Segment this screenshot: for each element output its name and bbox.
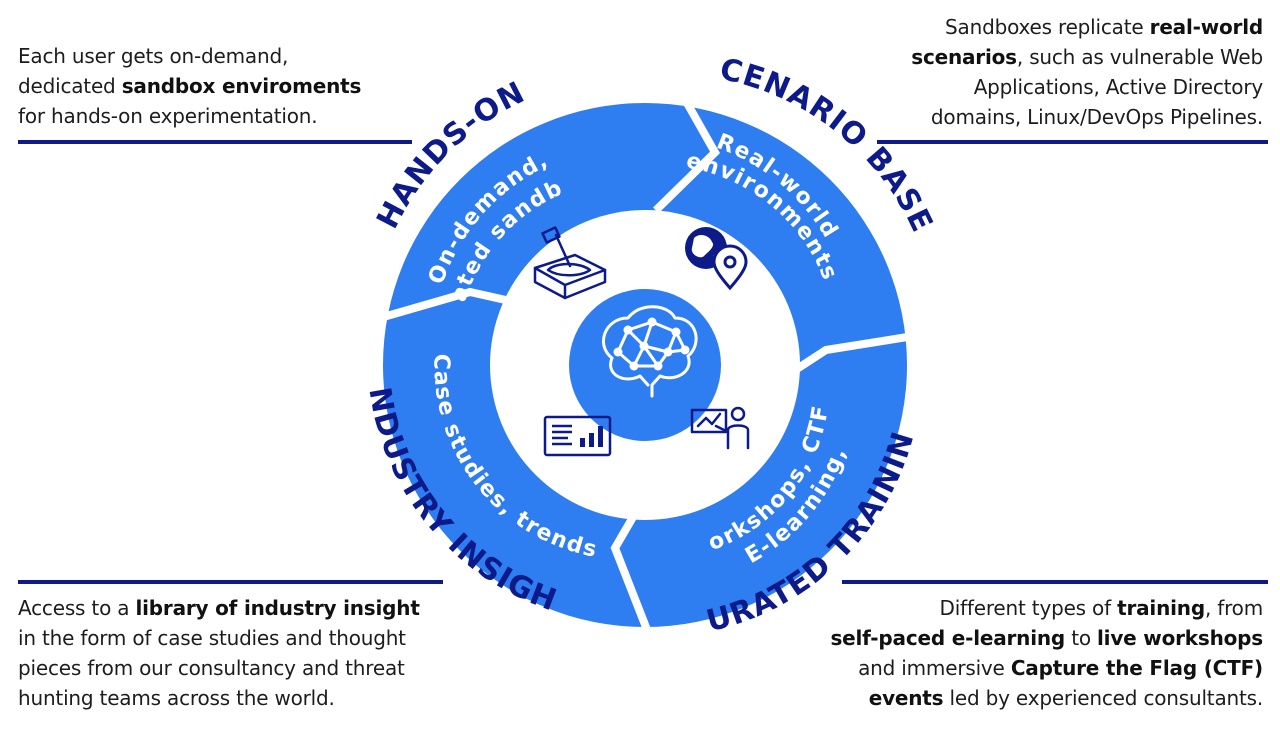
scenario-desc-line: Sandboxes replicate real-world: [945, 15, 1263, 39]
hands-on-desc-line: Each user gets on-demand,: [18, 44, 289, 68]
divider-top-left: [18, 140, 412, 144]
insight-desc-line: in the form of case studies and thought: [18, 626, 406, 650]
hands-on-desc-line: for hands-on experimentation.: [18, 104, 318, 128]
divider-bottom-right: [842, 580, 1268, 584]
training-desc-line: self-paced e-learning to live workshops: [830, 626, 1263, 650]
training-desc-line: Different types of training, from: [939, 596, 1264, 620]
divider-top-right: [877, 140, 1268, 144]
insight-desc-line: pieces from our consultancy and threat: [18, 656, 405, 680]
scenario-desc-line: Applications, Active Directory: [973, 75, 1263, 99]
hands-on-desc-line: dedicated sandbox enviroments: [18, 74, 362, 98]
training-desc-line: events led by experienced consultants.: [868, 686, 1263, 710]
globe-location-icon: [685, 227, 748, 291]
insight-desc-line: Access to a library of industry insight: [18, 596, 420, 620]
scenario-desc-line: scenarios, such as vulnerable Web: [911, 45, 1263, 69]
scenario-desc-line: domains, Linux/DevOps Pipelines.: [930, 105, 1263, 129]
dashboard-chart-icon: [543, 415, 612, 457]
scenario-description: Sandboxes replicate real-world scenarios…: [911, 12, 1263, 132]
brain-network-icon: [601, 305, 698, 398]
sandbox-box-icon: [533, 226, 607, 300]
insight-desc-line: hunting teams across the world.: [18, 686, 335, 710]
training-description: Different types of training, from self-p…: [830, 593, 1263, 713]
hands-on-description: Each user gets on-demand, dedicated sand…: [18, 41, 361, 131]
divider-bottom-left: [18, 580, 443, 584]
presenter-board-icon: [690, 406, 750, 450]
hands-on-ring-line2: isolated sandboxes: [0, 0, 567, 305]
insight-description: Access to a library of industry insight …: [18, 593, 420, 713]
training-desc-line: and immersive Capture the Flag (CTF): [858, 656, 1263, 680]
